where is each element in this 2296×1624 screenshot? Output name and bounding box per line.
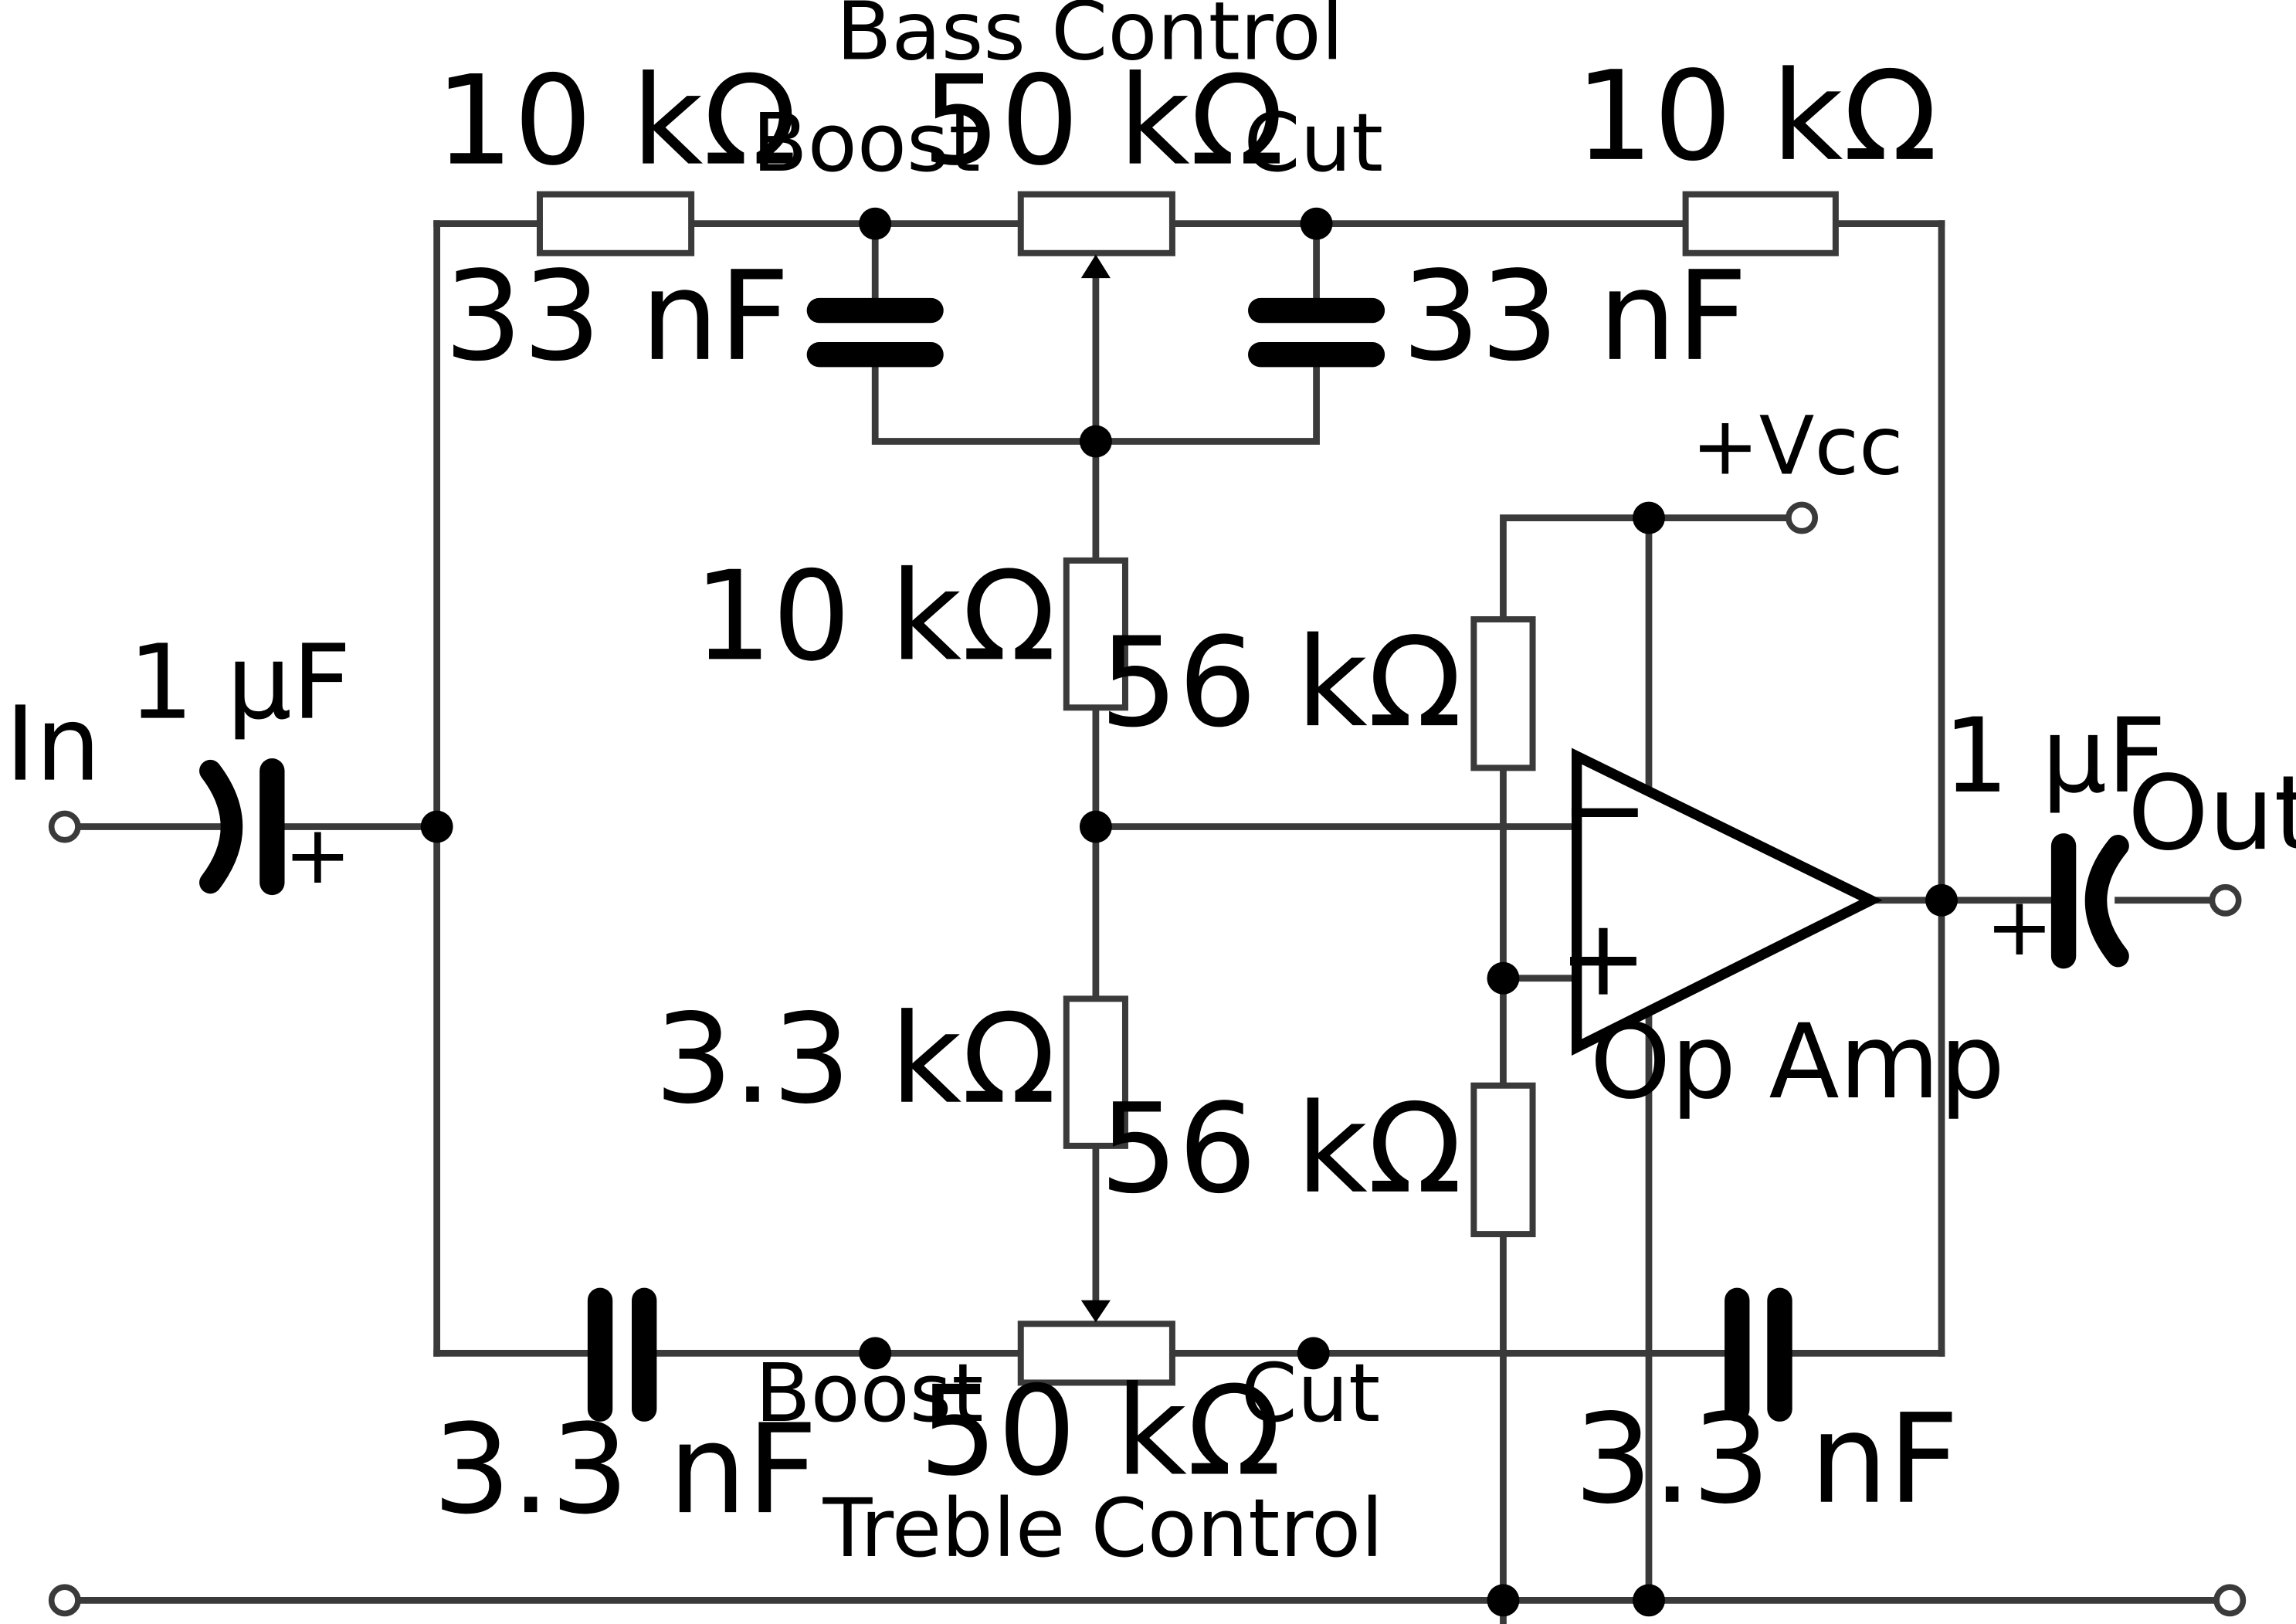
supply-terminal (1786, 501, 1819, 534)
op-amp-noninverting-symbol: + (1559, 897, 1648, 1020)
treble-cut-label: Cut (1241, 1346, 1381, 1440)
junction-node (1300, 207, 1333, 240)
input-capacitor-value: 1 µF (128, 623, 351, 743)
bass-boost-label: Boost (752, 96, 981, 190)
bass-left-resistor-value: 10 kΩ (435, 49, 797, 193)
treble-right-capacitor (1725, 1287, 1792, 1422)
bass-cut-label: Cut (1243, 96, 1383, 190)
bass-pot-body (1017, 191, 1175, 256)
output-capacitor (2050, 833, 2129, 969)
treble-pot-body (1017, 1321, 1175, 1386)
bias-upper-resistor-value: 56 kΩ (1100, 611, 1462, 754)
output-label: Out (2128, 754, 2296, 873)
output-capacitor-polarity: + (1986, 880, 2054, 974)
bass-pot-value: 50 kΩ (922, 49, 1284, 193)
supply-label: +Vcc (1691, 398, 1904, 493)
middle-upper-resistor (1063, 557, 1128, 711)
bass-right-capacitor-value: 33 nF (1402, 245, 1748, 388)
bass-control-title: Bass Control (836, 0, 1344, 78)
input-capacitor (199, 758, 285, 896)
middle-lower-resistor-value: 3.3 kΩ (654, 988, 1056, 1131)
treble-left-capacitor (587, 1287, 657, 1422)
junction-node (1925, 883, 1958, 917)
op-amp-label: Op Amp (1590, 1002, 2006, 1122)
junctions (420, 207, 1958, 1617)
input-terminal (48, 810, 81, 843)
op-amp-symbol (1572, 748, 1883, 1056)
junction-node (859, 1337, 892, 1370)
op-amp-inverting-symbol: − (1560, 748, 1649, 871)
ground-left-terminal (48, 1584, 81, 1617)
output-terminal (2209, 883, 2242, 917)
junction-node (859, 207, 892, 240)
bias-upper-resistor (1470, 616, 1536, 771)
bass-right-capacitor (1248, 297, 1385, 368)
junction-node (1297, 1337, 1330, 1370)
input-capacitor-polarity: + (283, 808, 351, 902)
bias-lower-resistor-value: 56 kΩ (1100, 1077, 1462, 1221)
bass-right-resistor-value: 10 kΩ (1575, 45, 1937, 188)
bass-left-capacitor (806, 297, 944, 368)
ground-right-terminal (2213, 1584, 2247, 1617)
junction-node (1079, 810, 1112, 843)
middle-upper-resistor-value: 10 kΩ (694, 544, 1056, 688)
junction-node (1487, 961, 1520, 995)
junction-node (1079, 425, 1112, 458)
treble-pot-value: 50 kΩ (919, 1360, 1281, 1504)
bias-lower-resistor (1470, 1082, 1536, 1238)
junction-node (420, 810, 453, 843)
bass-wiper-arrow (1080, 254, 1111, 279)
junction-node (1633, 1584, 1665, 1617)
supply-wire (1500, 514, 1791, 623)
bass-right-resistor (1682, 191, 1839, 256)
bass-left-resistor (536, 191, 695, 256)
treble-control-title: Treble Control (822, 1481, 1384, 1575)
treble-wiper-arrow (1080, 1300, 1111, 1323)
junction-node (1487, 1584, 1520, 1617)
output-capacitor-value: 1 µF (1943, 697, 2166, 816)
input-label: In (5, 685, 101, 805)
treble-left-capacitor-value: 3.3 nF (432, 1398, 818, 1541)
junction-node (1633, 501, 1665, 534)
bass-left-capacitor-value: 33 nF (444, 245, 790, 388)
middle-lower-resistor (1063, 995, 1128, 1149)
wires (73, 220, 2225, 1624)
treble-boost-label: Boost (755, 1346, 984, 1440)
treble-right-capacitor-value: 3.3 nF (1574, 1388, 1959, 1531)
